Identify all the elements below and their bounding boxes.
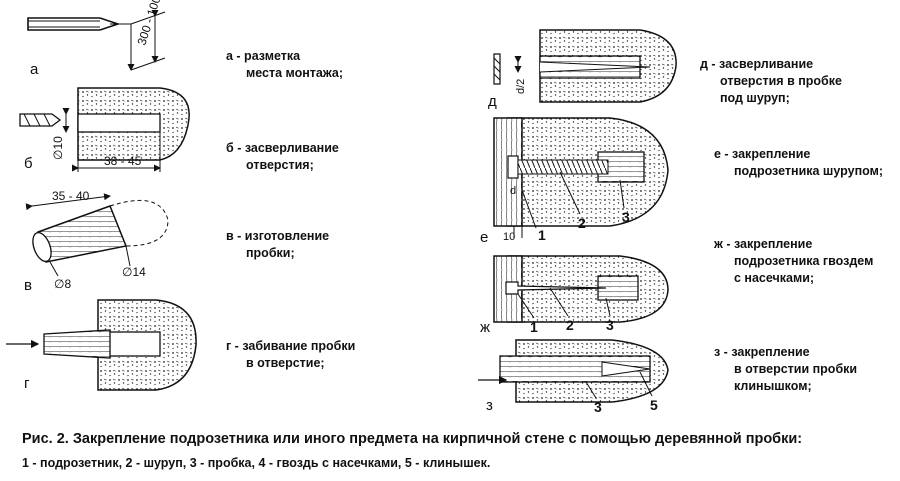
callout-5-z: 5 — [650, 397, 658, 413]
callout-1-zh: 1 — [530, 319, 538, 335]
label-d: д — [488, 93, 497, 110]
step-a-line1: а - разметка — [226, 49, 301, 63]
dim-mark-distance: 300 - 1000 — [135, 0, 166, 47]
step-zh-line2: подрозетника гвоздем — [734, 254, 874, 268]
step-d-text: д - засверливание отверстия в пробке под… — [700, 56, 842, 107]
dim-hole-diam: ∅10 — [51, 136, 65, 160]
fig-v-plug: 35 - 40 ∅8 ∅14 в — [24, 189, 169, 294]
step-e-line1: е - закрепление — [714, 147, 811, 161]
step-b-text: б - засверливание отверстия; — [226, 140, 339, 174]
step-z-line2: в отверстии пробки — [734, 362, 858, 376]
step-zh-line1: ж - закрепление — [714, 237, 813, 251]
label-g: г — [24, 375, 30, 392]
fig-a-marking: 300 - 1000 а — [27, 0, 166, 78]
step-d-line2: отверстия в пробке — [720, 74, 842, 88]
step-z-text: з - закрепление в отверстии пробки клины… — [714, 344, 857, 395]
drilled-hole — [77, 113, 161, 133]
dim-d: d — [510, 185, 516, 197]
wedge — [601, 361, 651, 377]
fig-b-drilling: ∅10 38 - 45 б — [19, 87, 190, 172]
step-z-line1: з - закрепление — [714, 345, 810, 359]
dim-d-half: d/2 — [515, 79, 527, 94]
step-g-line1: г - забивание пробки — [226, 339, 356, 353]
label-zh: ж — [480, 319, 490, 336]
figure-caption-legend: 1 - подрозетник, 2 - шуруп, 3 - пробка, … — [22, 456, 491, 470]
fig-g-driving: г — [6, 299, 197, 392]
step-a-line2: места монтажа; — [246, 66, 344, 80]
drill-bit-icon — [19, 113, 62, 127]
step-g-line2: в отверстие; — [246, 356, 325, 370]
dim-plug-small: ∅8 — [54, 277, 71, 291]
label-v: в — [24, 277, 32, 294]
label-a: а — [30, 61, 39, 78]
step-zh-text: ж - закрепление подрозетника гвоздем с н… — [714, 236, 873, 287]
step-z-line3: клинышком; — [734, 379, 812, 393]
callout-1-e: 1 — [538, 227, 546, 243]
step-d-line3: под шуруп; — [720, 91, 790, 105]
screw-head — [507, 155, 519, 179]
callout-2-e: 2 — [578, 215, 586, 231]
callout-2-zh: 2 — [566, 317, 574, 333]
callout-3-zh: 3 — [606, 317, 614, 333]
callout-3-e: 3 — [622, 209, 630, 225]
figure-caption-title: Рис. 2. Закрепление подрозетника или ино… — [22, 431, 803, 447]
screw-thread — [517, 159, 609, 175]
label-e: е — [480, 229, 488, 246]
step-g-text: г - забивание пробки в отверстие; — [226, 338, 355, 372]
fig-d-drilling-plug: d/2 д — [488, 29, 677, 110]
label-z: з — [486, 397, 493, 414]
nail — [505, 281, 607, 295]
fig-z-wedge: 3 5 з — [478, 339, 669, 415]
wooden-plug — [43, 329, 111, 359]
dim-hole-depth: 38 - 45 — [104, 154, 142, 168]
step-zh-line3: с насечками; — [734, 271, 815, 285]
label-b: б — [24, 155, 33, 172]
step-a-text: а - разметка места монтажа; — [226, 48, 343, 82]
step-b-line1: б - засверливание — [226, 141, 339, 155]
dim-plug-big: ∅14 — [122, 265, 146, 279]
dim-plug-length: 35 - 40 — [52, 189, 90, 203]
step-v-line1: в - изготовление — [226, 229, 330, 243]
fig-zh-nail: 1 2 3 ж — [480, 255, 669, 336]
step-e-line2: подрозетника шурупом; — [734, 164, 883, 178]
fig-e-screw: 10 d 1 2 3 е — [480, 117, 669, 246]
callout-3-z: 3 — [594, 399, 602, 415]
dim-ten: 10 — [503, 231, 515, 243]
step-v-text: в - изготовление пробки; — [226, 228, 329, 262]
step-v-line2: пробки; — [246, 246, 295, 260]
step-b-line2: отверстия; — [246, 158, 314, 172]
step-d-line1: д - засверливание — [700, 57, 814, 71]
pencil-icon — [27, 17, 121, 31]
step-e-text: е - закрепление подрозетника шурупом; — [714, 146, 883, 180]
